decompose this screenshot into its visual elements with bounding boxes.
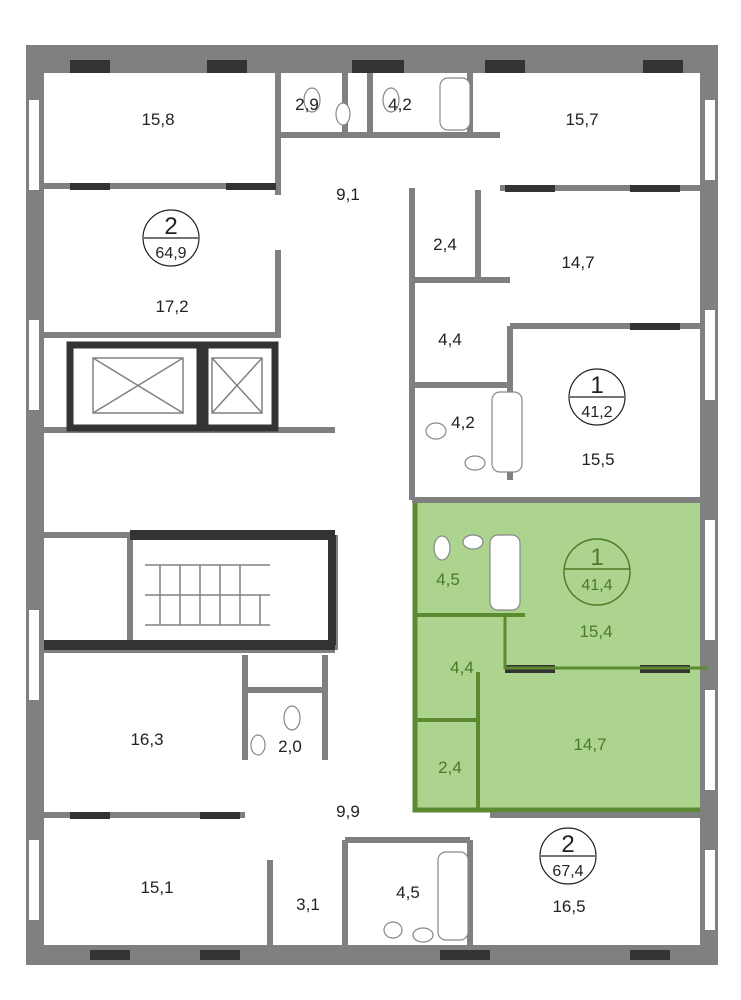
room-area: 15,1: [140, 878, 173, 897]
bathtub-icon: [437, 851, 469, 941]
toilet-icon: [382, 87, 400, 113]
bathtub-icon: [489, 534, 521, 611]
elevator-shafts: [66, 341, 279, 432]
outer-walls: [26, 45, 718, 965]
room-area: 2,4: [433, 235, 457, 254]
room-area: 2,4: [438, 758, 462, 777]
toilet-icon: [383, 921, 403, 939]
room-area: 4,2: [388, 95, 412, 114]
room-area: 14,7: [561, 253, 594, 272]
apartment-badge[interactable]: 2 67,4: [539, 827, 597, 885]
room-count: 2: [164, 213, 177, 240]
room-count: 2: [561, 831, 574, 858]
room-area: 4,4: [450, 658, 474, 677]
room-area: 2,9: [295, 95, 319, 114]
room-area: 17,2: [155, 297, 188, 316]
room-area: 4,4: [438, 330, 462, 349]
room-area: 15,5: [581, 450, 614, 469]
room-area: 15,8: [141, 110, 174, 129]
apartment-area: 67,4: [552, 863, 583, 880]
room-area: 16,3: [130, 730, 163, 749]
sink-icon: [412, 927, 434, 943]
room-area: 15,7: [565, 110, 598, 129]
room-count: 1: [590, 544, 603, 571]
toilet-icon: [425, 422, 447, 440]
room-area: 3,1: [296, 895, 320, 914]
room-area: 4,2: [451, 413, 475, 432]
bathtub-icon: [439, 77, 471, 131]
room-labels: 15,8 2,9 4,2 15,7 9,1 17,2 2,4 14,7 4,4 …: [130, 95, 614, 916]
room-area: 15,4: [579, 622, 612, 641]
room-count: 1: [590, 372, 603, 399]
sink-icon: [464, 455, 486, 471]
apartment-badge[interactable]: 2 64,9: [142, 209, 200, 267]
bathtub-icon: [491, 391, 523, 473]
room-area: 4,5: [396, 883, 420, 902]
room-area: 9,1: [336, 185, 360, 204]
room-area: 9,9: [336, 802, 360, 821]
room-area: 16,5: [552, 897, 585, 916]
sink-icon: [335, 102, 351, 126]
toilet-icon: [303, 87, 321, 113]
bathroom-fixtures: [250, 77, 523, 943]
toilet-icon: [283, 705, 301, 731]
apartment-area: 41,4: [581, 577, 612, 594]
staircase: [44, 530, 336, 650]
apartment-area: 41,2: [581, 404, 612, 421]
sink-icon: [462, 534, 484, 550]
apartment-badge-highlighted[interactable]: 1 41,4: [563, 538, 631, 606]
room-area: 14,7: [573, 735, 606, 754]
room-area: 4,5: [436, 570, 460, 589]
apartment-area: 64,9: [155, 245, 186, 262]
apartment-badge[interactable]: 1 41,2: [568, 368, 626, 426]
toilet-icon: [433, 535, 451, 561]
highlighted-apartment[interactable]: [412, 497, 711, 813]
room-area: 2,0: [278, 737, 302, 756]
sink-icon: [250, 734, 266, 756]
